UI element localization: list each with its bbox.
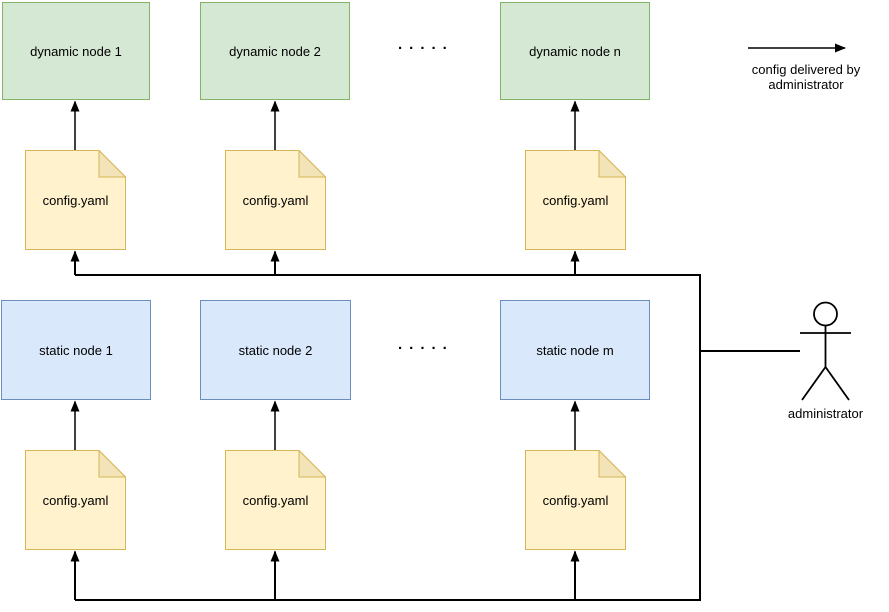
legend-label: config delivered by administrator (751, 62, 861, 92)
note-shape-icon (525, 150, 626, 250)
static-node-2-label: static node 2 (238, 342, 313, 358)
config-file-static-2: config.yaml (225, 450, 326, 550)
note-shape-icon (225, 450, 326, 550)
static-node-1: static node 1 (1, 300, 151, 400)
static-node-m-label: static node m (536, 342, 614, 358)
static-node-1-label: static node 1 (39, 342, 113, 358)
static-node-m: static node m (500, 300, 650, 400)
config-file-dynamic-2: config.yaml (225, 150, 326, 250)
dynamic-node-1-label: dynamic node 1 (30, 43, 122, 59)
config-file-static-1: config.yaml (25, 450, 126, 550)
administrator-label: administrator (787, 406, 864, 421)
note-shape-icon (25, 450, 126, 550)
admin-distribution-lines (70, 250, 800, 601)
config-file-static-m: config.yaml (525, 450, 626, 550)
config-file-dynamic-n: config.yaml (525, 150, 626, 250)
config-file-label: config.yaml (42, 492, 109, 508)
dynamic-node-1: dynamic node 1 (2, 2, 150, 100)
config-file-dynamic-1: config.yaml (25, 150, 126, 250)
config-file-label: config.yaml (542, 192, 609, 208)
dynamic-node-n-label: dynamic node n (529, 43, 621, 59)
dynamic-node-2: dynamic node 2 (200, 2, 350, 100)
administrator-figure-icon (800, 301, 851, 401)
ellipsis-static-row: ..... (398, 336, 454, 353)
config-file-label: config.yaml (542, 492, 609, 508)
config-file-label: config.yaml (242, 492, 309, 508)
note-shape-icon (525, 450, 626, 550)
dynamic-node-2-label: dynamic node 2 (229, 43, 321, 59)
static-node-2: static node 2 (200, 300, 351, 400)
config-file-label: config.yaml (42, 192, 109, 208)
note-shape-icon (225, 150, 326, 250)
ellipsis-dynamic-row: ..... (398, 36, 454, 53)
dynamic-node-n: dynamic node n (500, 2, 650, 100)
config-file-label: config.yaml (242, 192, 309, 208)
note-shape-icon (25, 150, 126, 250)
